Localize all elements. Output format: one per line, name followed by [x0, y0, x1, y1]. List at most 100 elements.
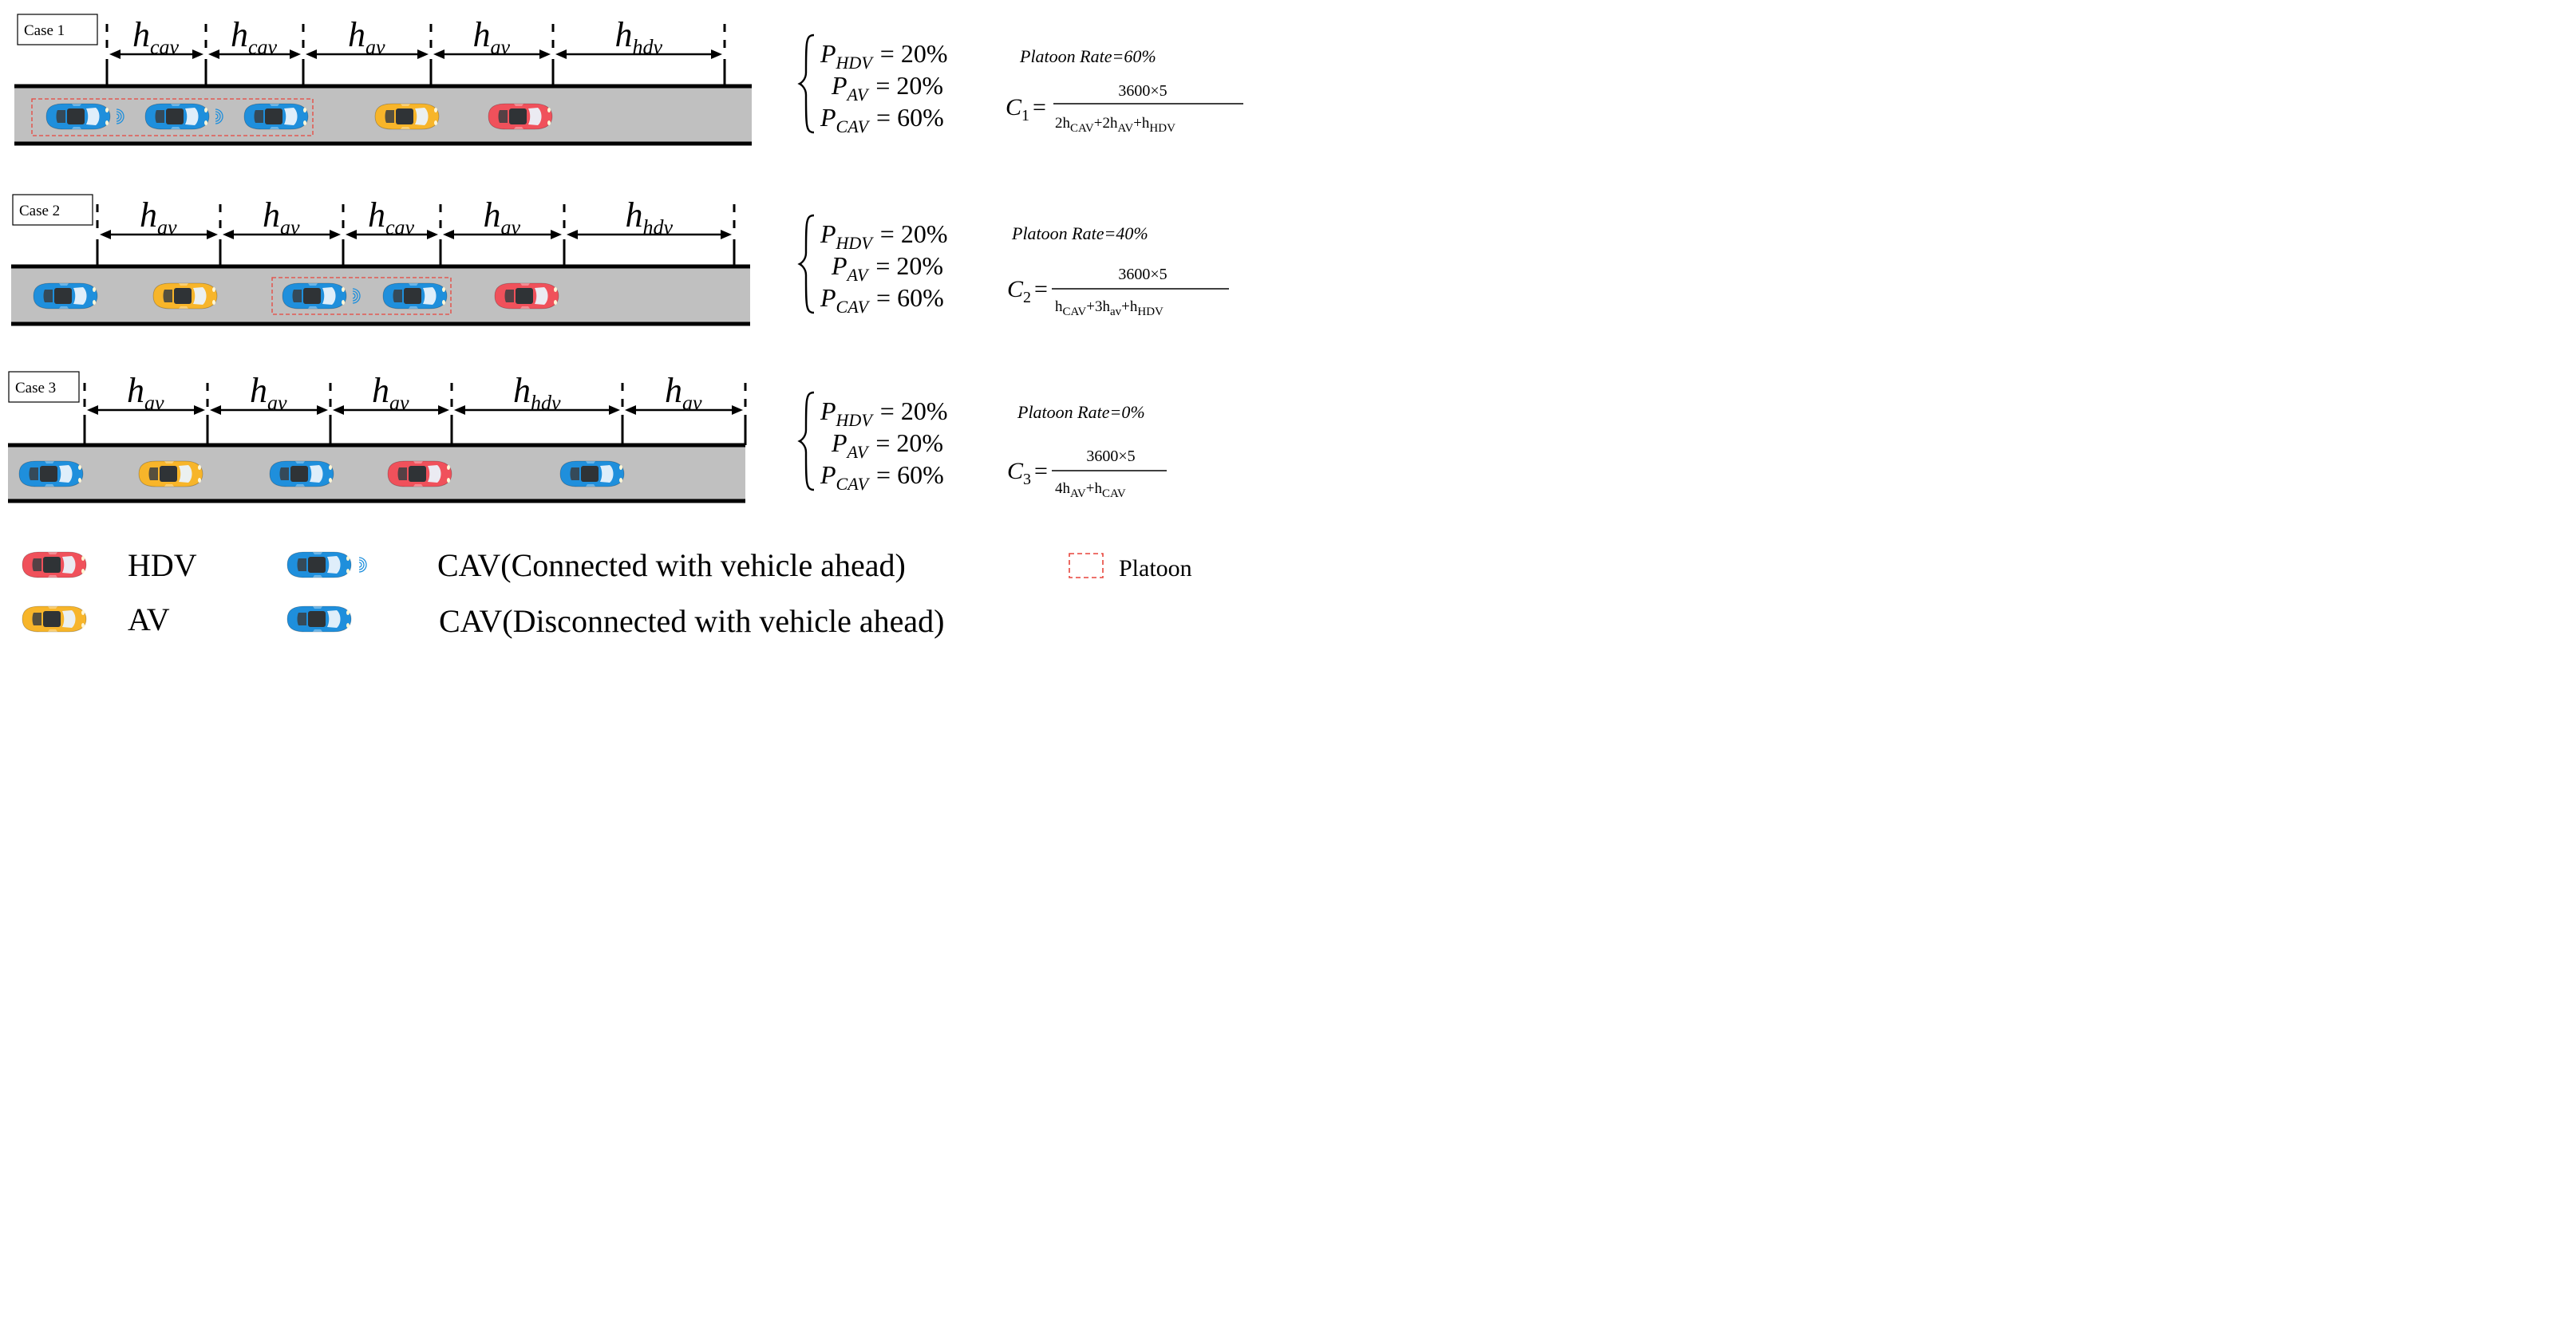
connection-signal-icon	[358, 557, 367, 573]
platoon-box	[31, 98, 314, 136]
capacity-denominator: 4hAV+hCAV	[1055, 480, 1126, 500]
connection-signal-icon	[352, 288, 361, 304]
gap-arrow-left	[443, 230, 454, 239]
capacity-symbol: C2=	[1007, 276, 1048, 306]
platoon-rate: Platoon Rate=40%	[1011, 223, 1148, 243]
capacity-symbol: C1=	[1006, 94, 1046, 124]
gap-arrow-right	[609, 405, 620, 415]
gap-arrow-left	[109, 49, 121, 59]
capacity-numerator: 3600×5	[1086, 448, 1135, 465]
case-label-box	[17, 14, 98, 45]
wifi-arc	[358, 557, 367, 573]
legend-platoon-label: Platoon	[1119, 555, 1192, 582]
brace	[797, 391, 815, 491]
share-av: PAV= 20%	[831, 251, 943, 285]
brace	[797, 214, 815, 314]
vehicle-hdv	[494, 282, 559, 310]
legend-cav-disconnected-label: CAV(Disconnected with vehicle ahead)	[439, 603, 945, 639]
wifi-arc	[215, 111, 221, 122]
gap-label: hhdv	[626, 195, 674, 239]
capacity-numerator: 3600×5	[1118, 82, 1167, 100]
legend-cav-disconnected-car	[286, 605, 352, 633]
capacity-denominator: 2hCAV+2hAV+hHDV	[1055, 115, 1175, 135]
capacity-numerator: 3600×5	[1118, 266, 1167, 283]
gap-label: hav	[473, 15, 511, 59]
legend-platoon-box	[1069, 553, 1104, 578]
gap-label: hav	[665, 371, 702, 415]
gap-arrow-left	[567, 230, 578, 239]
gap-label: hcav	[132, 15, 180, 59]
wifi-arc	[215, 108, 223, 124]
gap-arrow-left	[454, 405, 465, 415]
vehicle-cav	[18, 460, 84, 487]
platoon-rate: Platoon Rate=0%	[1017, 402, 1145, 422]
gap-arrow-right	[732, 405, 743, 415]
wifi-arc	[116, 108, 124, 124]
legend-hdv-label: HDV	[128, 547, 197, 583]
case-label-box	[12, 194, 93, 226]
legend-cav-connected-label: CAV(Connected with vehicle ahead)	[437, 547, 906, 583]
platoon-box	[271, 277, 452, 315]
share-cav: PCAV= 60%	[820, 283, 944, 317]
legend-hdv-car	[22, 551, 87, 578]
gap-arrow-left	[346, 230, 357, 239]
gap-arrow-left	[306, 49, 317, 59]
vehicle-hdv	[488, 103, 553, 130]
share-hdv: PHDV= 20%	[820, 396, 947, 430]
case-label-box	[8, 371, 80, 403]
wifi-arc	[352, 293, 356, 299]
gap-label: hhdv	[513, 371, 561, 415]
gap-arrow-left	[223, 230, 234, 239]
gap-arrow-right	[317, 405, 328, 415]
vehicle-cav	[282, 282, 347, 310]
vehicle-cav	[45, 103, 111, 130]
brace	[797, 34, 815, 134]
wifi-arc	[352, 290, 358, 302]
gap-label: hhdv	[615, 15, 663, 59]
gap-arrow-left	[208, 49, 219, 59]
gap-arrow-left	[555, 49, 567, 59]
gap-arrow-left	[333, 405, 344, 415]
legend-av-car	[22, 605, 87, 633]
gap-arrow-left	[100, 230, 111, 239]
connection-signal-icon	[215, 108, 223, 124]
gap-label: hav	[140, 195, 177, 239]
wifi-arc	[358, 559, 365, 570]
gap-arrow-left	[433, 49, 444, 59]
share-hdv: PHDV= 20%	[820, 39, 947, 73]
vehicle-cav	[269, 460, 334, 487]
wifi-arc	[215, 113, 219, 120]
gap-label: hcav	[368, 195, 415, 239]
share-av: PAV= 20%	[831, 71, 943, 105]
vehicle-av	[152, 282, 218, 310]
share-cav: PCAV= 60%	[820, 460, 944, 494]
case-label: Case 1	[24, 22, 65, 39]
gap-arrow-right	[207, 230, 218, 239]
wifi-arc	[352, 288, 361, 304]
vehicle-cav	[33, 282, 98, 310]
gap-arrow-right	[417, 49, 429, 59]
gap-label: hav	[484, 195, 521, 239]
capacity-denominator: hCAV+3hav+hHDV	[1055, 298, 1164, 318]
gap-arrow-right	[438, 405, 449, 415]
penetration-rates: PHDV= 20%PAV= 20%PCAV= 60%	[797, 34, 947, 136]
wifi-arc	[358, 562, 362, 568]
penetration-rates: PHDV= 20%PAV= 20%PCAV= 60%	[797, 214, 947, 317]
share-av: PAV= 20%	[831, 428, 943, 462]
road	[8, 445, 745, 501]
gap-arrow-right	[290, 49, 301, 59]
gap-label: hav	[250, 371, 287, 415]
vehicle-cav	[144, 103, 210, 130]
vehicle-cav	[243, 103, 309, 130]
share-cav: PCAV= 60%	[820, 103, 944, 136]
gap-label: hcav	[231, 15, 278, 59]
gap-label: hav	[372, 371, 409, 415]
gap-arrow-right	[427, 230, 438, 239]
gap-arrow-right	[194, 405, 205, 415]
gap-arrow-right	[711, 49, 722, 59]
penetration-rates: PHDV= 20%PAV= 20%PCAV= 60%	[797, 391, 947, 494]
